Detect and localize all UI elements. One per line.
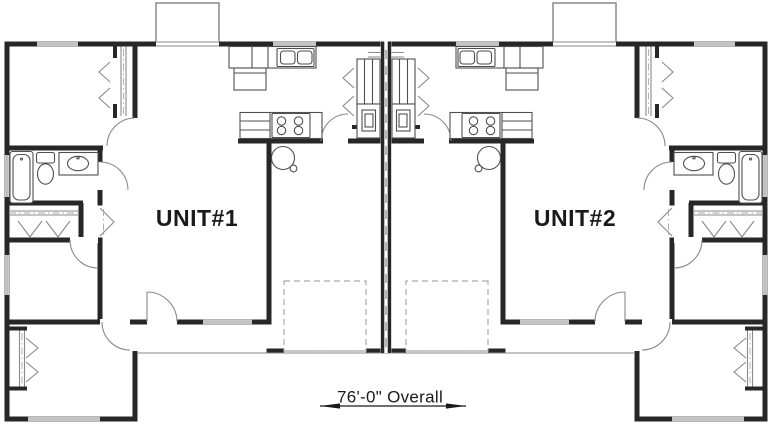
unit1-label: UNIT#1 — [156, 205, 238, 231]
bedroom3-closet-bifold — [18, 330, 39, 387]
walls — [4, 41, 383, 422]
unit1-plan — [4, 2, 383, 423]
dimension-arrow-right-icon — [446, 403, 466, 409]
bifold-chevrons — [17, 220, 71, 238]
stove-cooktop — [271, 112, 311, 139]
dimension-label: 76'-0" Overall — [337, 388, 443, 407]
dimension-annotation: 76'-0" Overall — [320, 388, 466, 409]
unit2-label: UNIT#2 — [534, 205, 616, 231]
bathroom — [9, 150, 99, 204]
kitchen — [228, 45, 381, 140]
bifold-chevrons — [98, 61, 111, 109]
bedroom1-closet-bifold — [98, 46, 127, 116]
garage-door-dashed — [283, 280, 367, 352]
linen-closet-door — [99, 207, 115, 237]
water-heater-icon — [270, 145, 298, 173]
bifold-chevrons — [25, 337, 39, 383]
hall-closet-bifold — [9, 210, 78, 238]
dimension-arrow-left-icon — [320, 403, 340, 409]
party-wall — [380, 41, 392, 353]
door-swing-arcs — [69, 113, 349, 351]
dishwasher — [233, 67, 267, 91]
pantry-chevrons — [342, 67, 355, 117]
wall-openings — [4, 41, 366, 423]
window-glazing-lines — [4, 41, 381, 422]
bump-out — [155, 2, 220, 42]
toilet — [35, 151, 56, 164]
refrigerator-cabinet — [356, 58, 381, 105]
